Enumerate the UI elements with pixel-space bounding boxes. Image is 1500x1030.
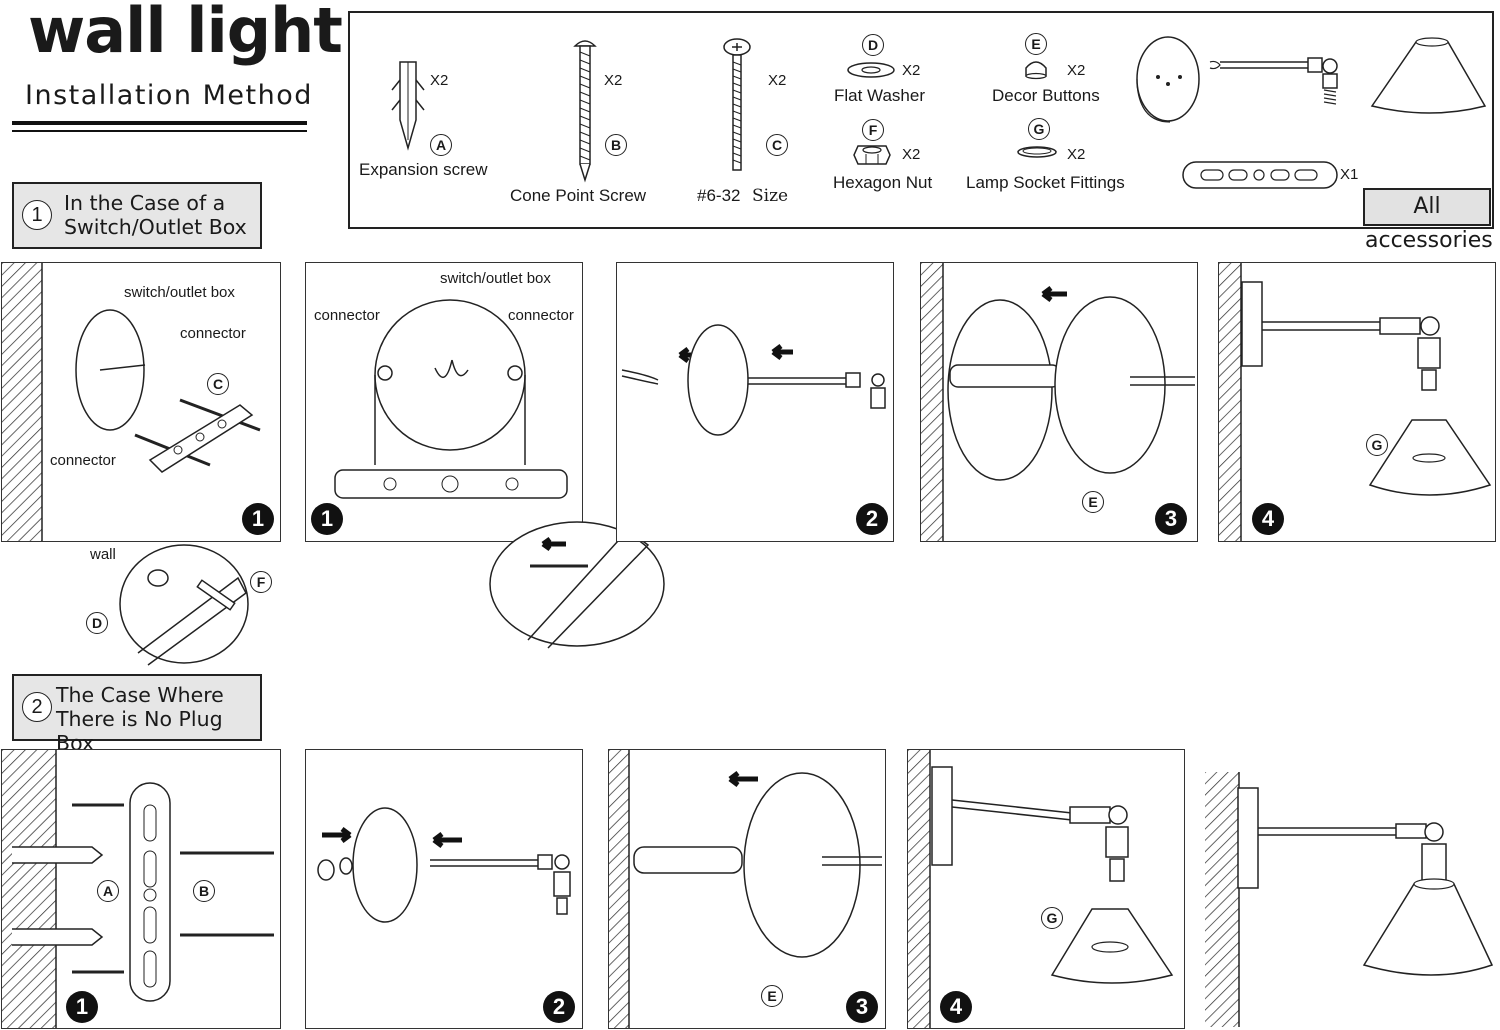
case1-step3-assembly: [947, 286, 1195, 481]
expansion-screw-icon: [391, 61, 425, 151]
case1-number: 1: [22, 200, 52, 230]
marker-d-detail: D: [86, 612, 108, 634]
case2-step4-wall: [908, 750, 931, 1028]
marker-b: B: [605, 134, 627, 156]
case1-step3-badge: 3: [1155, 503, 1187, 535]
marker-f: F: [862, 119, 884, 141]
socket-fitting-icon: [1017, 146, 1057, 158]
machine-screw-icon: [723, 38, 751, 171]
case1-step1-panel: [1, 262, 281, 542]
case2-step2-panel: [305, 749, 583, 1029]
page-title: wall light: [28, 0, 343, 67]
case1-step2-panel: [616, 262, 894, 542]
label-decor-buttons: Decor Buttons: [992, 86, 1100, 105]
label-connector-1b-left: connector: [314, 307, 380, 324]
marker-g-step4: G: [1366, 434, 1388, 456]
case2-line1: The Case Where: [56, 683, 224, 707]
case1-step4-wall: [1219, 263, 1242, 541]
case2-number: 2: [22, 692, 52, 722]
case2-step1-bracket-anchors: [12, 782, 274, 1002]
case2-final-lamp: [1237, 787, 1494, 976]
marker-a: A: [430, 134, 452, 156]
label-connector-1b-right: connector: [508, 307, 574, 324]
marker-e-step3: E: [1082, 491, 1104, 513]
case1-line2: Switch/Outlet Box: [64, 215, 247, 239]
marker-g-case2: G: [1041, 907, 1063, 929]
case2-line2: There is No Plug Box: [56, 707, 223, 755]
case1-step4-panel: [1218, 262, 1496, 542]
case1-step2-canopy-illustration: [621, 324, 886, 436]
marker-a-case2: A: [97, 880, 119, 902]
case1-line1: In the Case of a: [64, 191, 226, 215]
marker-f-detail: F: [250, 571, 272, 593]
qty-e: X2: [1067, 62, 1086, 79]
all-accessories-tag: All accessories: [1363, 188, 1493, 253]
case2-step2-canopy-illustration: [317, 807, 571, 923]
qty-g: X2: [1067, 146, 1086, 163]
case2-final-wall: [1205, 772, 1240, 1027]
label-connector-top: connector: [180, 325, 246, 342]
case1-step1-outlet-box: [75, 309, 261, 473]
case2-step1-badge: 1: [66, 991, 98, 1023]
qty-f: X2: [902, 146, 921, 163]
decor-button-icon: [1025, 61, 1047, 80]
case2-step3-assembly: [633, 771, 882, 958]
qty-d: X2: [902, 62, 921, 79]
marker-e: E: [1025, 33, 1047, 55]
label-outlet-box-1b: switch/outlet box: [440, 270, 551, 287]
qty-a: X2: [430, 72, 449, 89]
case1-step1-wall: [2, 263, 43, 541]
marker-d: D: [862, 34, 884, 56]
case2-step4-arm-shade: [931, 766, 1174, 984]
case1-step2-badge: 2: [856, 503, 888, 535]
marker-g: G: [1028, 118, 1050, 140]
lamp-parts-illustration: [1136, 36, 1487, 123]
case2-step2-badge: 2: [543, 991, 575, 1023]
cone-point-screw-icon: [573, 40, 597, 183]
case2-step1-wall: [2, 750, 57, 1028]
case2-step4-panel: [907, 749, 1185, 1029]
label-size: Size: [752, 186, 789, 206]
accessories-panel: [348, 11, 1494, 229]
case2-heading: 2 The Case Where There is No Plug Box: [12, 674, 262, 755]
label-lamp-socket-fittings: Lamp Socket Fittings: [966, 173, 1125, 192]
case1-step3-wall: [921, 263, 944, 541]
page-subtitle: Installation Method: [25, 80, 313, 111]
marker-c: C: [766, 134, 788, 156]
hexagon-nut-icon: [853, 145, 891, 165]
label-outlet-box: switch/outlet box: [124, 284, 235, 301]
marker-c-step1: C: [207, 373, 229, 395]
qty-bracket: X1: [1340, 166, 1359, 183]
case2-step3-badge: 3: [846, 991, 878, 1023]
case1-step4-badge: 4: [1252, 503, 1284, 535]
qty-b: X2: [604, 72, 623, 89]
case1-detail-zoom-left: [119, 544, 249, 666]
marker-b-case2: B: [193, 880, 215, 902]
title-divider: [12, 121, 307, 125]
case1-heading: 1 In the Case of a Switch/Outlet Box: [12, 182, 262, 249]
label-flat-washer: Flat Washer: [834, 86, 926, 105]
label-wall: wall: [90, 546, 116, 563]
mounting-bracket-icon: [1182, 161, 1338, 189]
case1-step1-badge: 1: [242, 503, 274, 535]
case1-step1b-badge: 1: [311, 503, 343, 535]
flat-washer-icon: [847, 62, 895, 78]
case2-step3-wall: [609, 750, 630, 1028]
case1-step4-arm-shade: [1241, 281, 1492, 496]
marker-e-case2: E: [761, 985, 783, 1007]
case2-step4-badge: 4: [940, 991, 972, 1023]
title-divider-thin: [12, 130, 307, 132]
qty-c: X2: [768, 72, 787, 89]
label-632: #6-32: [697, 186, 741, 205]
label-connector-left: connector: [50, 452, 116, 469]
label-hexagon-nut: Hexagon Nut: [833, 173, 933, 192]
label-expansion-screw: Expansion screw: [359, 160, 488, 179]
label-cone-point-screw: Cone Point Screw: [510, 186, 647, 205]
case1-step1b-outlet-box: [334, 299, 568, 499]
